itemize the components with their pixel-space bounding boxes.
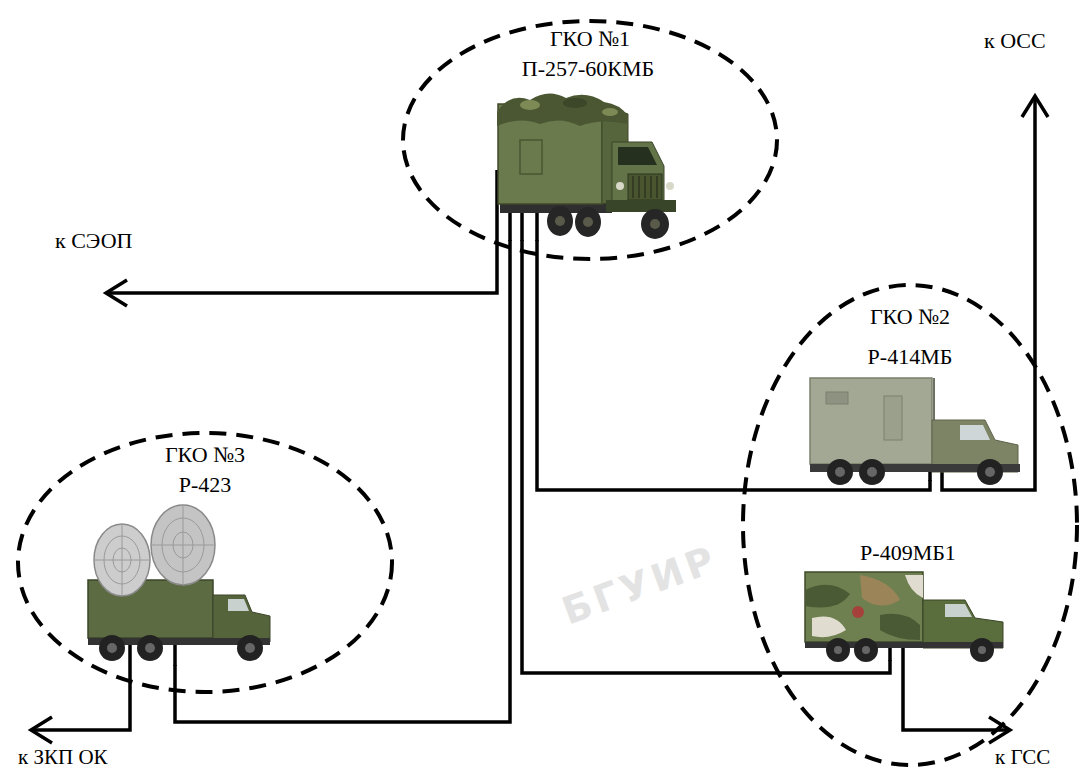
r409-truck — [805, 572, 923, 642]
group-ellipse: ГКО №1 П-257-60КМБ — [400, 18, 780, 262]
vehicle-name: Р-409МБ1 — [860, 540, 956, 565]
r423-truck — [145, 643, 155, 653]
vehicle-node: Р-414МБ — [800, 344, 1020, 480]
r423-truck — [137, 635, 163, 661]
group-ellipse: ГКО №3 Р-423 — [15, 430, 395, 695]
dashed-ellipse — [400, 18, 780, 262]
r423-truck — [99, 635, 125, 661]
r414-truck — [867, 467, 877, 477]
r414-truck — [835, 467, 845, 477]
r409-truck — [862, 646, 870, 654]
r423-truck — [88, 505, 270, 661]
p257-truck — [641, 209, 669, 239]
signal-line — [903, 635, 1008, 730]
r409-truck — [970, 638, 994, 662]
r409-truck — [812, 617, 846, 638]
r423-truck — [213, 595, 270, 642]
destination-label: к СЭОП — [55, 228, 132, 253]
watermark: БГУИР — [556, 537, 723, 634]
p257-truck — [606, 200, 676, 212]
vehicle-name: П-257-60КМБ — [522, 56, 654, 81]
vehicle-node: Р-423 — [75, 472, 335, 665]
r414-truck — [960, 425, 990, 440]
p257-truck — [628, 174, 662, 200]
vehicle-name: Р-423 — [179, 472, 232, 497]
r409-truck — [805, 585, 850, 608]
r414-truck — [977, 459, 1003, 485]
vehicle-name: Р-414МБ — [868, 344, 953, 369]
r414-truck — [933, 378, 935, 420]
r409-truck — [854, 638, 878, 662]
r423-truck — [151, 505, 215, 585]
r409-truck — [978, 646, 986, 654]
group-ellipse: ГКО №2 Р-414МБ Р-409МБ1 — [740, 282, 1080, 768]
destination-label: к ОСС — [984, 28, 1046, 53]
r409-truck — [805, 572, 1003, 662]
r409-truck — [826, 638, 850, 662]
p257-truck — [650, 219, 660, 229]
p257-truck — [618, 147, 657, 165]
dashed-ellipse — [743, 285, 1077, 765]
r409-truck — [860, 575, 900, 606]
p257-truck — [633, 176, 657, 198]
group-title: ГКО №3 — [165, 442, 245, 467]
r423-truck — [94, 524, 150, 596]
r423-truck — [94, 524, 150, 596]
signal-line — [108, 170, 497, 293]
p257-truck — [612, 142, 664, 204]
destination-label: к ГСС — [995, 745, 1050, 769]
p257-truck — [520, 100, 540, 110]
r423-truck — [237, 635, 263, 661]
r414-truck — [810, 378, 1020, 485]
r414-truck — [826, 392, 848, 404]
r414-truck — [985, 467, 995, 477]
r423-truck — [107, 643, 117, 653]
group-title: ГКО №1 — [550, 26, 630, 51]
p257-truck — [583, 217, 593, 227]
signal-line — [31, 717, 52, 743]
p257-truck — [563, 98, 587, 108]
p257-truck — [575, 207, 601, 237]
signal-line — [31, 96, 1048, 743]
group-title: ГКО №2 — [870, 304, 950, 329]
r423-truck — [245, 643, 255, 653]
vehicle-node: Р-409МБ1 — [798, 540, 1018, 660]
p257-truck — [555, 216, 565, 226]
r414-truck — [859, 459, 885, 485]
r409-truck — [834, 646, 842, 654]
p257-truck — [602, 108, 618, 116]
dashed-ellipse — [403, 21, 777, 259]
connector-line — [175, 240, 510, 722]
r423-truck — [151, 505, 215, 585]
p257-truck — [547, 206, 573, 236]
signal-line — [1022, 96, 1048, 117]
r423-truck — [228, 599, 249, 611]
p257-truck — [666, 182, 674, 190]
destination-label: к ЗКП ОК — [18, 745, 108, 769]
r409-truck — [880, 614, 920, 640]
vehicle-node: П-257-60КМБ — [488, 56, 688, 240]
r414-truck — [810, 378, 932, 464]
r409-truck — [852, 606, 864, 618]
r414-truck — [884, 396, 902, 440]
p257-truck — [520, 140, 542, 174]
dashed-ellipse — [15, 430, 395, 695]
p257-truck — [497, 93, 676, 239]
dashed-ellipse — [18, 433, 392, 692]
r414-truck — [827, 459, 853, 485]
p257-truck — [497, 93, 628, 126]
r409-truck — [945, 604, 972, 617]
r409-truck — [905, 575, 923, 598]
p257-truck — [616, 182, 624, 190]
signal-line — [33, 630, 130, 730]
r409-truck — [923, 600, 1003, 648]
signal-line — [106, 280, 127, 306]
